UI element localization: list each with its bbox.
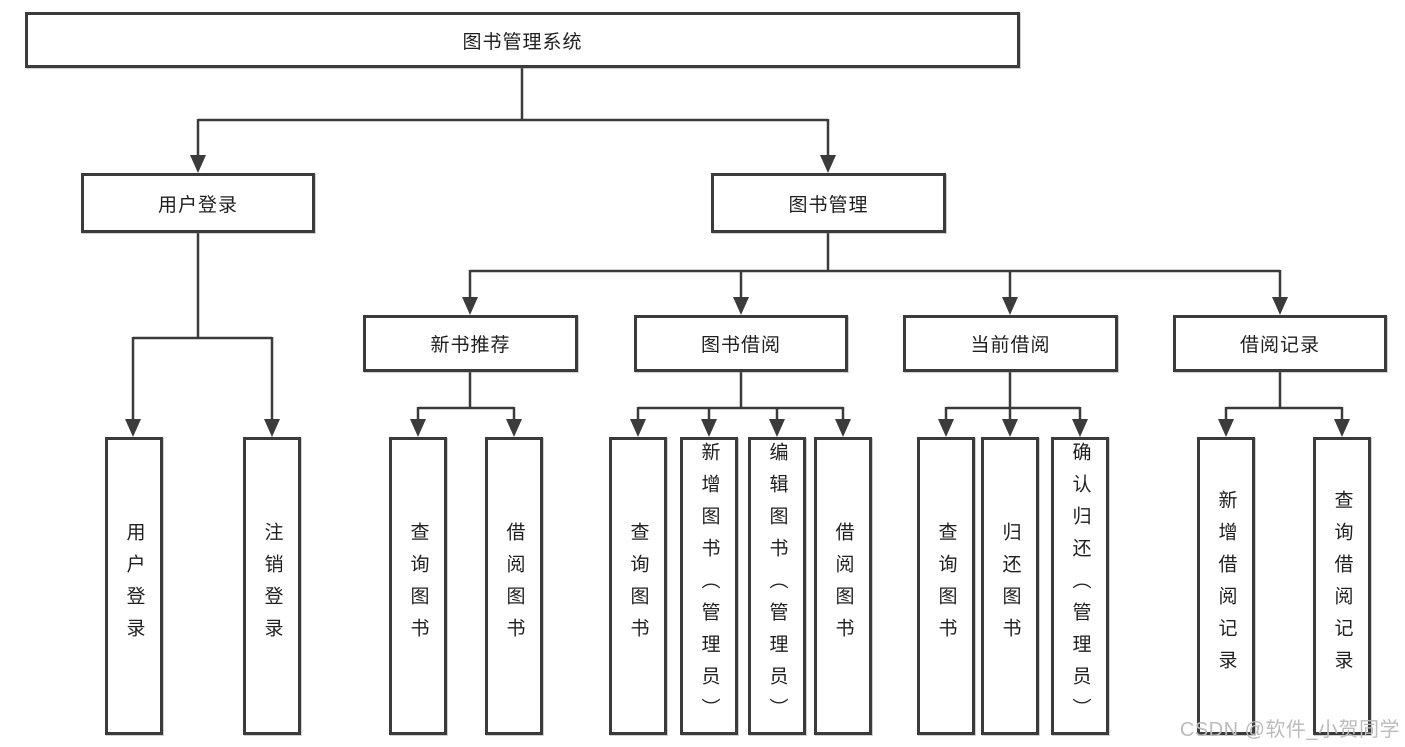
node-label: 借阅图书: [832, 522, 854, 650]
node-label: 图书借阅: [700, 335, 781, 356]
node-user-login-module: 用户登录: [81, 173, 315, 233]
node-library-management-system: 图书管理系统: [25, 12, 1020, 68]
node-leaf-return-book: 归还图书: [981, 437, 1039, 735]
node-label: 图书管理系统: [462, 31, 583, 53]
node-leaf-logout: 注销登录: [243, 437, 301, 735]
node-label: 借阅图书: [503, 522, 525, 650]
node-label: 用户登录: [123, 522, 145, 650]
node-leaf-confirm-return-admin: 确认归还（管理员）: [1051, 437, 1109, 735]
node-leaf-user-login: 用户登录: [105, 437, 163, 735]
connector-book-management-branch: [462, 233, 1288, 315]
node-leaf-add-borrow-record: 新增借阅记录: [1197, 437, 1255, 735]
node-label: 确认归还（管理员）: [1069, 442, 1091, 730]
node-leaf-query-books-3: 查询图书: [917, 437, 975, 735]
connector-user-login-branch: [125, 233, 280, 437]
node-label: 新书推荐: [430, 335, 511, 356]
connector-new-book-branch: [410, 372, 522, 437]
node-label: 当前借阅: [970, 335, 1051, 356]
node-label: 新增图书（管理员）: [698, 442, 720, 730]
node-label: 查询图书: [407, 522, 429, 650]
node-current-borrow: 当前借阅: [903, 315, 1118, 372]
node-leaf-query-books-2: 查询图书: [609, 437, 667, 735]
node-book-borrow: 图书借阅: [634, 315, 848, 372]
node-label: 查询借阅记录: [1331, 490, 1353, 682]
node-label: 新增借阅记录: [1215, 490, 1237, 682]
connector-root-to-level2: [190, 68, 836, 173]
csdn-watermark: CSDN @软件_小贺同学: [1179, 719, 1400, 741]
connector-borrow-records-branch: [1218, 372, 1350, 437]
node-label: 编辑图书（管理员）: [766, 442, 788, 730]
node-leaf-borrow-books-1: 借阅图书: [485, 437, 543, 735]
node-label: 查询图书: [627, 522, 649, 650]
node-leaf-query-borrow-record: 查询借阅记录: [1313, 437, 1371, 735]
node-label: 借阅记录: [1239, 335, 1320, 356]
node-label: 图书管理: [788, 194, 869, 216]
connector-current-borrow-branch: [938, 372, 1088, 437]
node-label: 注销登录: [261, 522, 283, 650]
node-label: 归还图书: [999, 522, 1021, 650]
node-book-management-module: 图书管理: [711, 173, 946, 233]
node-leaf-borrow-books-2: 借阅图书: [814, 437, 872, 735]
node-leaf-query-books-1: 查询图书: [389, 437, 447, 735]
node-label: 查询图书: [935, 522, 957, 650]
node-new-book-recommend: 新书推荐: [363, 315, 578, 372]
node-leaf-edit-book-admin: 编辑图书（管理员）: [748, 437, 806, 735]
connector-book-borrow-branch: [630, 372, 851, 437]
node-label: 用户登录: [157, 194, 238, 216]
node-borrow-records: 借阅记录: [1173, 315, 1387, 372]
node-leaf-add-book-admin: 新增图书（管理员）: [680, 437, 738, 735]
